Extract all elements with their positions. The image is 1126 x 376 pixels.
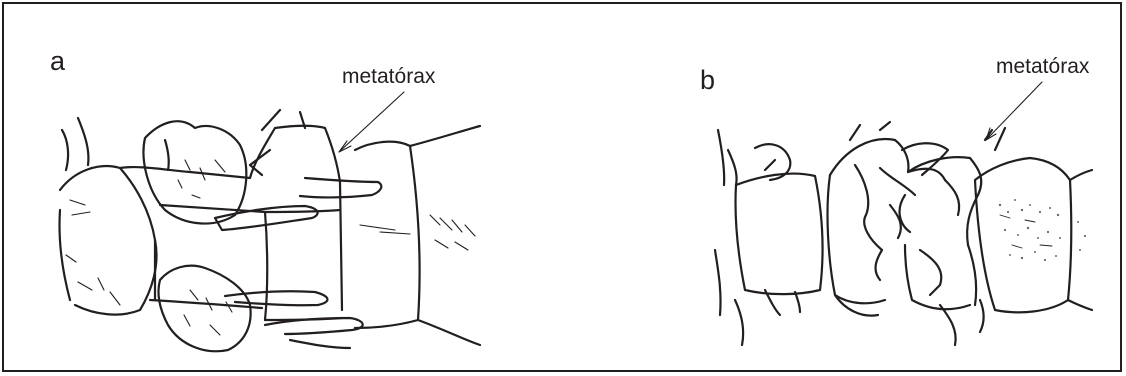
lower-coxa-a (158, 266, 250, 352)
abdomen-first-segment-a (355, 142, 420, 328)
prothorax-outline (60, 166, 157, 315)
prothorax-b (735, 174, 822, 295)
panel-b-callout-arrow (986, 82, 1042, 140)
abdomen-first-segment-b (975, 158, 1071, 312)
panel-b-thorax-drawing (715, 82, 1092, 345)
panel-a-thorax-drawing (59, 92, 480, 351)
